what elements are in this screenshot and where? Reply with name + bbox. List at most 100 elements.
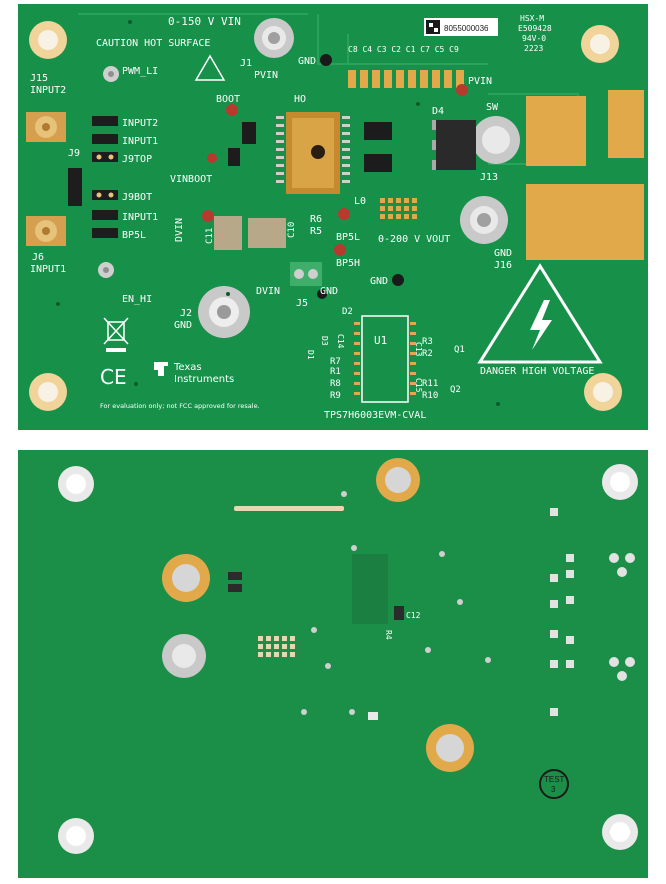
r8-label: R8: [330, 379, 341, 389]
u1-footprint: [361, 315, 409, 403]
jumper-j9top[interactable]: [92, 152, 118, 162]
right-via-pattern: [550, 508, 635, 716]
input2-header-label: INPUT2: [122, 118, 158, 129]
test-stamp-label: TEST: [544, 775, 565, 784]
r4-label: R4: [384, 630, 393, 640]
ce-mark: CE: [100, 365, 127, 389]
ho-label: HO: [294, 94, 306, 105]
jumper-input1-b[interactable]: [92, 210, 118, 220]
j6-sma-connector[interactable]: [26, 216, 66, 246]
gold-pad-right: [608, 90, 644, 158]
r7-label: R7: [330, 357, 341, 367]
u1-label: U1: [374, 334, 387, 347]
jumper-input1[interactable]: [92, 134, 118, 144]
input1-connector-label: INPUT1: [30, 264, 66, 275]
bottom-pad-row: [234, 506, 344, 511]
gnd-top-label: GND: [298, 56, 316, 67]
l0-label: L0: [354, 196, 366, 207]
jumper-input2[interactable]: [92, 116, 118, 126]
j5-terminal-block[interactable]: [290, 262, 322, 286]
gnd-j16-label: GND: [494, 248, 512, 259]
pwm-li-testpoint[interactable]: [103, 66, 119, 82]
vinboot-component: [228, 148, 240, 166]
danger-triangle-icon: [477, 263, 603, 364]
j15-label: J15: [30, 73, 48, 84]
jumper-bp5l[interactable]: [92, 228, 118, 238]
pcb-bottom-view: C12 R4 TEST 3: [18, 450, 648, 878]
vin-label: 0-150 V VIN: [168, 15, 241, 28]
c11-label: C11: [205, 228, 215, 244]
ti-instruments-label: Instruments: [174, 374, 234, 385]
mount-hole-top-right: [581, 25, 619, 63]
bp5h-label: BP5H: [336, 258, 360, 269]
gnd-j5-label: GND: [320, 286, 338, 297]
pcb-bottom-svg: C12 R4 TEST 3: [58, 458, 638, 854]
danger-label: DANGER HIGH VOLTAGE: [480, 366, 594, 377]
vinboot-label: VINBOOT: [170, 174, 212, 185]
input2-connector-label: INPUT2: [30, 85, 66, 96]
boot-label: BOOT: [216, 94, 240, 105]
en-hi-label: EN_HI: [122, 294, 152, 305]
gold-pad-sw: [526, 96, 586, 166]
vout-label: 0-200 V VOUT: [378, 234, 450, 245]
dvin-vertical-label: DVIN: [174, 218, 185, 242]
r3-label: R3: [422, 337, 433, 347]
j2-label: J2: [180, 308, 192, 319]
input1-header-label: INPUT1: [122, 136, 158, 147]
c14-label: C14: [336, 334, 345, 349]
fcc-note: For evaluation only; not FCC approved fo…: [100, 402, 260, 410]
j16-label: J16: [494, 260, 512, 271]
gnd-j2-label: GND: [174, 320, 192, 331]
j16-terminal-post[interactable]: [460, 196, 508, 244]
mosfet-lower: [364, 154, 392, 172]
j13-terminal-post[interactable]: [472, 116, 520, 164]
ti-logo-icon: [154, 362, 168, 376]
mount-hole-bottom-left: [29, 373, 67, 411]
en-hi-testpoint[interactable]: [98, 262, 114, 278]
test-stamp-number: 3: [551, 785, 556, 794]
standoff-top-left: [58, 466, 94, 502]
standoff-bottom-right: [602, 814, 638, 850]
d4-transistor: [436, 120, 476, 170]
d2-label: D2: [342, 307, 353, 317]
mount-hole-bottom-right: [584, 373, 622, 411]
j15-sma-connector[interactable]: [26, 112, 66, 142]
bottom-pad-grid: [258, 636, 295, 657]
c15-label: C15: [414, 378, 423, 393]
cap-pad-row: [348, 70, 464, 88]
weee-bin-icon: [103, 317, 129, 345]
j9top-label: J9TOP: [122, 154, 152, 165]
d3-label: D3: [320, 336, 329, 346]
hot-surface-icon: [194, 54, 226, 81]
board-name: TPS7H6003EVM-CVAL: [324, 410, 426, 421]
mount-hole-top-left: [29, 21, 67, 59]
caution-label: CAUTION HOT SURFACE: [96, 38, 210, 49]
j1-label: J1: [240, 58, 252, 69]
bp5l-header-label: BP5L: [122, 230, 146, 241]
gold-pad-large: [526, 184, 644, 260]
bottom-post-lower: [426, 724, 474, 772]
dvin-label: DVIN: [256, 286, 280, 297]
datecode-label: 2223: [524, 44, 543, 53]
r9-label: R9: [330, 391, 341, 401]
c12-label: C12: [406, 611, 421, 620]
j1-terminal-post[interactable]: [254, 18, 294, 58]
boot-component: [242, 122, 256, 144]
q2-label: Q2: [450, 385, 461, 395]
ti-texas-label: Texas: [173, 362, 202, 373]
r5-label: R5: [310, 226, 322, 237]
header-j9[interactable]: [68, 168, 82, 206]
v0-label: 94V-0: [522, 34, 546, 43]
jumper-j9bot[interactable]: [92, 190, 118, 200]
j2-terminal-post[interactable]: [198, 286, 250, 338]
serial-number: 8055000036: [444, 24, 489, 33]
bp5l-label: BP5L: [336, 232, 360, 243]
c10-capacitor: [248, 218, 286, 248]
j6-label: J6: [32, 252, 44, 263]
standoff-top-right: [602, 464, 638, 500]
red-testpoints: [202, 84, 468, 256]
r10-label: R10: [422, 391, 438, 401]
black-testpoints: [317, 54, 404, 299]
r2-label: R2: [422, 349, 433, 359]
c11-capacitor: [214, 216, 242, 250]
